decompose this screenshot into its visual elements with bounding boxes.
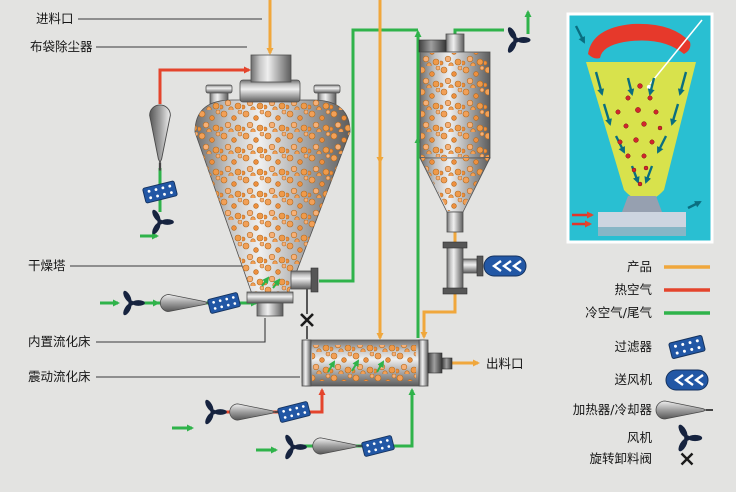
pipe-hot-air-to-tower-top — [158, 66, 251, 104]
drying-tower — [194, 54, 351, 317]
bed-discharge-fitting-tip — [441, 357, 453, 370]
bed-endcap-left — [301, 339, 312, 387]
legend-label-filter: 过滤器 — [614, 339, 652, 354]
pipe-tower-exhaust — [319, 28, 418, 283]
inset-fluid-bed-lower — [598, 227, 686, 236]
legend: 产品 热空气 冷空气/尾气 过滤器 送风机 加热器/冷却器 风机 旋转卸料阀 — [573, 259, 714, 466]
fan-icon-internal-bed-line — [121, 289, 145, 317]
legend-label-hot-air: 热空气 — [614, 282, 652, 297]
bed-discharge-fitting — [427, 352, 443, 374]
tjunction-flange-bottom — [442, 287, 468, 295]
filter-icon-left-column — [142, 180, 178, 204]
process-inset-illustration — [566, 12, 714, 244]
tower-bottom-stub — [256, 302, 284, 317]
legend-filter-icon — [668, 334, 706, 360]
inset-droplets — [615, 83, 663, 187]
leader-internal-bed — [96, 318, 266, 343]
heater-icon-vertical — [148, 103, 172, 172]
product-pipes — [266, 0, 710, 367]
inset-fluid-bed — [598, 212, 686, 227]
pipe-cold-air-to-bed-b — [318, 388, 416, 448]
tower-side-port-flange — [310, 267, 319, 293]
bed-air-arrow-3 — [376, 360, 385, 373]
legend-heater-icon — [655, 400, 714, 420]
cyclone-bottom-stub — [446, 211, 464, 233]
tower-particles — [195, 100, 350, 294]
callouts: 进料口 布袋除尘器 干燥塔 内置流化床 震动流化床 出料口 — [28, 11, 524, 384]
vibrating-fluidized-bed — [301, 339, 453, 387]
heater-icon-internal-bed-line — [159, 293, 216, 313]
legend-rotary-valve-icon — [680, 452, 694, 466]
legend-label-fan: 风机 — [627, 430, 653, 445]
inset-nozzle — [646, 84, 652, 90]
label-discharge-outlet: 出料口 — [486, 356, 524, 371]
cyclone-inlet-duct — [418, 39, 447, 53]
internal-bed-air-arrow-1 — [261, 276, 270, 287]
bag-filter-housing — [250, 54, 292, 83]
internal-bed-air-arrow-2 — [272, 278, 281, 289]
fan-icon-cold-air-line — [283, 433, 307, 461]
legend-fan-icon — [676, 423, 703, 453]
tjunction-vertical-pipe — [446, 243, 464, 293]
inset-feed-lance — [649, 19, 703, 85]
inset-throat — [622, 196, 662, 212]
label-vibrating-fluidized-bed: 震动流化床 — [28, 369, 91, 384]
heater-icon-hot-air-line — [228, 402, 282, 422]
bed-particles — [312, 345, 416, 381]
rotary-valve-icon — [299, 312, 315, 328]
filter-icon-hot-air-line — [276, 400, 312, 424]
tjunction-arm-flange — [476, 255, 484, 277]
blower-icon — [482, 254, 528, 278]
label-feed-inlet: 进料口 — [36, 11, 74, 26]
tower-top-flange — [239, 79, 301, 103]
inset-hot-air-distributor — [588, 23, 691, 59]
cyclone-outlet-stub — [445, 33, 465, 53]
legend-label-cold-air: 冷空气/尾气 — [585, 305, 652, 320]
filter-icon-internal-bed-line — [206, 291, 242, 315]
tjunction-arm — [462, 258, 478, 274]
bed-air-arrow-1 — [327, 360, 336, 373]
label-bag-filter: 布袋除尘器 — [30, 39, 93, 54]
tower-side-port — [290, 270, 314, 290]
fan-icon-hot-air-line — [203, 398, 227, 426]
cyclone-separator — [418, 33, 491, 233]
label-internal-fluidized-bed: 内置流化床 — [28, 334, 91, 349]
tower-bottom-flange — [246, 291, 294, 304]
conveying-tjunction — [442, 241, 484, 295]
bed-endcap-right — [418, 339, 429, 387]
tower-shoulder-port-right-cap — [313, 84, 341, 94]
legend-blower-icon — [664, 368, 710, 392]
legend-label-blower: 送风机 — [614, 372, 652, 387]
pipe-tjunction-to-bed — [420, 290, 457, 339]
inset-hot-air-arrows — [572, 211, 594, 228]
cyclone-cone-particles — [421, 158, 489, 211]
legend-label-rotary-valve: 旋转卸料阀 — [589, 451, 652, 466]
legend-label-product: 产品 — [627, 259, 652, 274]
label-drying-tower: 干燥塔 — [28, 258, 66, 273]
filter-icon-cold-air-line — [360, 434, 396, 458]
bed-air-arrow-2 — [351, 359, 360, 372]
fan-icon-left-column — [150, 208, 174, 236]
tower-shoulder-port-left-cap — [205, 84, 233, 94]
inset-chamber-cone — [586, 62, 696, 201]
cyclone-body-particles — [421, 53, 489, 157]
legend-label-heater-cooler: 加热器/冷却器 — [573, 402, 653, 417]
tjunction-flange-top — [442, 241, 468, 249]
